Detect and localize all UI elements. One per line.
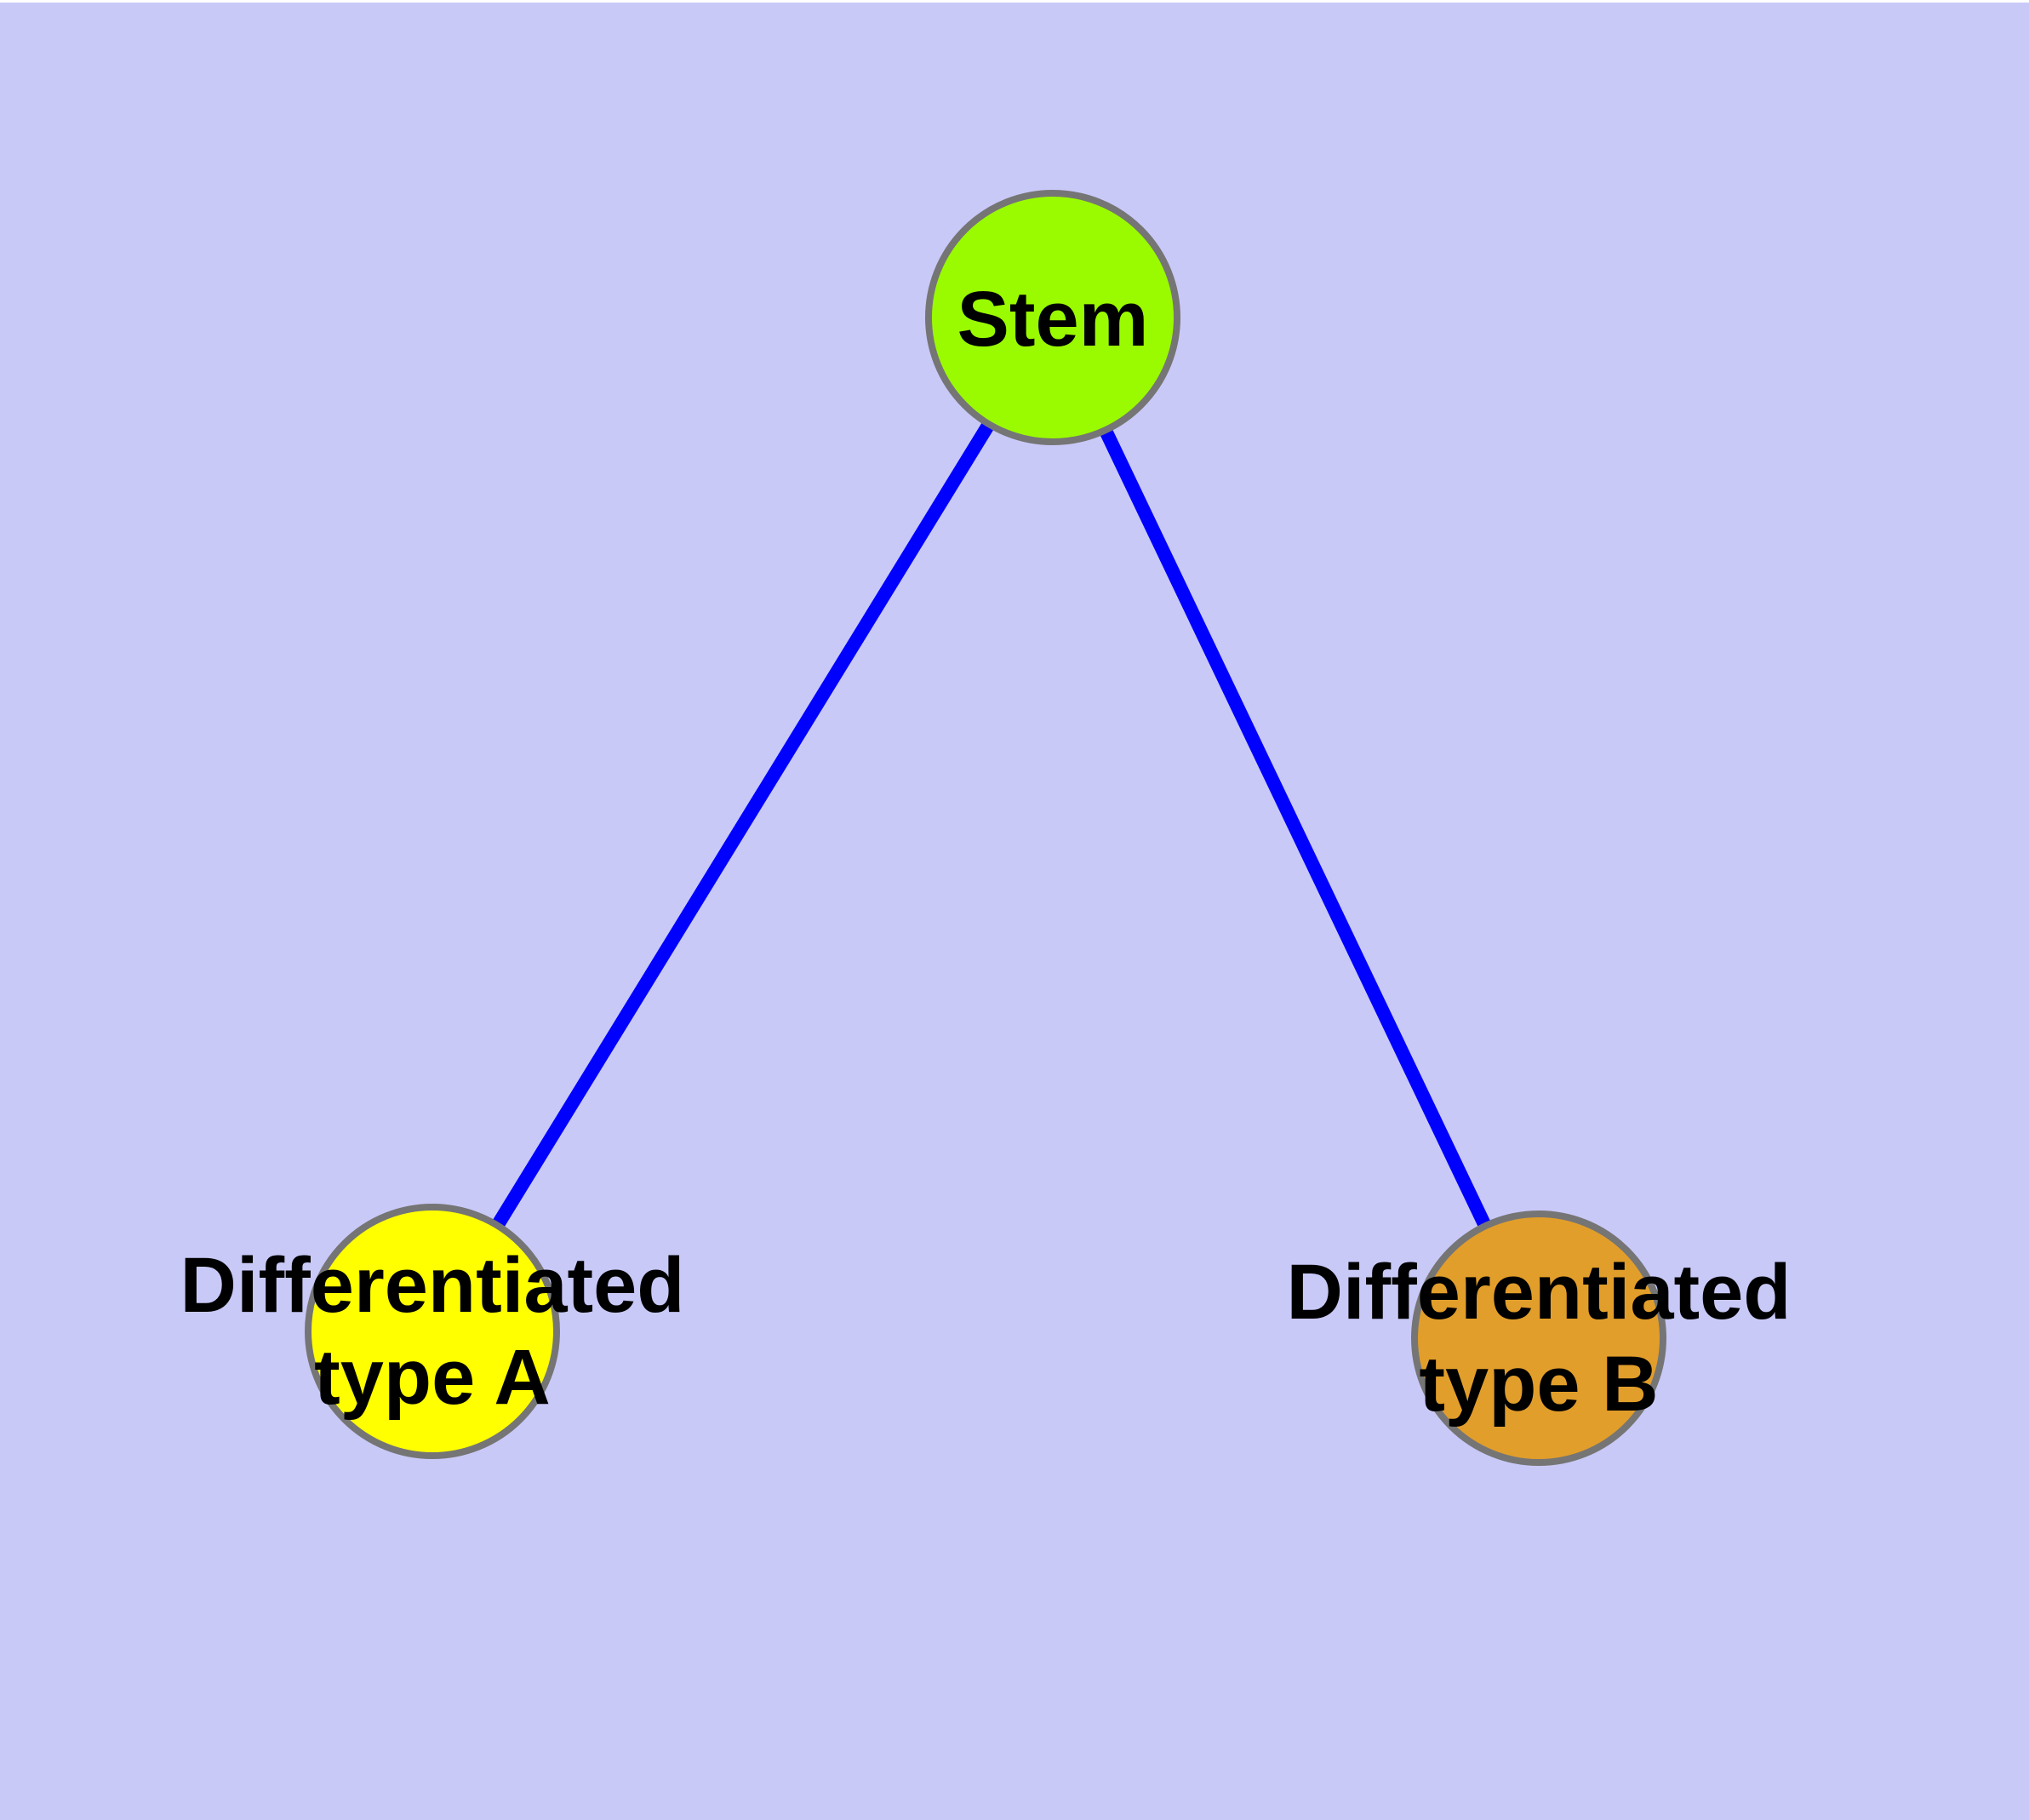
node-type-b-label-line2: type B <box>1419 1341 1659 1428</box>
node-type-b-label-line1: Differentiated <box>1286 1249 1792 1336</box>
edge-layer <box>426 316 1546 1342</box>
diagram-canvas: Stem Differentiated type A Differentiate… <box>0 3 2029 1820</box>
node-stem-label: Stem <box>957 276 1149 363</box>
node-type-a-label: Differentiated type A <box>180 1239 685 1423</box>
node-type-a-label-line2: type A <box>314 1334 551 1421</box>
node-type-a-label-line1: Differentiated <box>180 1242 685 1329</box>
node-stem <box>925 190 1180 445</box>
node-differentiated-type-a <box>305 1204 560 1459</box>
node-type-b-label: Differentiated type B <box>1287 1246 1792 1430</box>
edge-stem-to-type-a-line <box>426 316 1059 1336</box>
node-differentiated-type-b <box>1411 1210 1666 1466</box>
edge-stem-to-type-b-line <box>1046 317 1546 1342</box>
